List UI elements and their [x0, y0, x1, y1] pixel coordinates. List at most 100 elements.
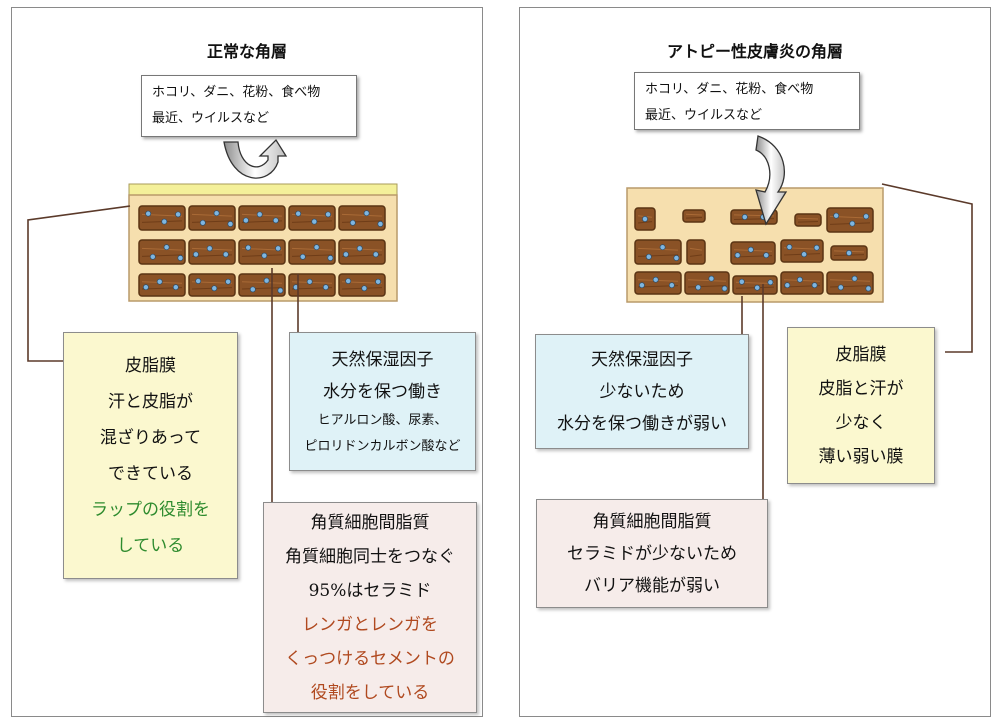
corneocyte-brick — [826, 207, 874, 233]
atopic-allergen-box: ホコリ、ダニ、花粉、食べ物 最近、ウイルスなど — [634, 72, 860, 130]
corneocyte-brick — [686, 239, 706, 265]
normal-title: 正常な角層 — [206, 42, 287, 61]
moisture-dot — [211, 285, 218, 292]
moisture-dot — [695, 284, 702, 291]
moisture-dot — [227, 221, 234, 227]
moisture-dot — [277, 287, 284, 294]
corneocyte-brick — [794, 213, 822, 227]
sebum-line2: 少なく — [835, 412, 887, 433]
moisture-dot — [149, 253, 156, 260]
corneocyte-brick — [682, 209, 706, 223]
nmf-line1: 少ないため — [599, 381, 685, 402]
moisture-dot — [145, 210, 152, 217]
moisture-dot — [345, 278, 352, 284]
moisture-dot — [245, 244, 252, 251]
corneocyte-brick — [238, 205, 286, 231]
moisture-dot — [747, 246, 754, 253]
moisture-dot — [784, 282, 791, 289]
moisture-dot — [356, 245, 363, 252]
moisture-dot — [195, 278, 202, 284]
moisture-dot — [249, 286, 256, 293]
corneocyte-brick — [138, 205, 186, 231]
moisture-dot — [299, 253, 306, 260]
normal-panel: 正常な角層 ホコリ、ダニ、花粉、食べ物 最近、ウイルスなど 皮脂膜 汗と皮脂が … — [11, 7, 483, 717]
moisture-dot — [642, 216, 648, 222]
moisture-dot — [242, 217, 249, 224]
lipid-line2: バリア機能が弱い — [584, 575, 720, 596]
corneocyte-brick — [684, 271, 730, 295]
moisture-dot — [837, 284, 844, 291]
normal-nmf-box: 天然保湿因子 水分を保つ働き ヒアルロン酸、尿素、 ピロリドンカルボン酸など — [289, 332, 476, 471]
moisture-dot — [865, 285, 872, 292]
moisture-dot — [652, 276, 659, 283]
corneocyte-brick — [188, 239, 236, 265]
nmf-title: 天然保湿因子 — [331, 349, 434, 370]
moisture-dot — [796, 276, 803, 283]
corneocyte-brick — [338, 205, 386, 231]
moisture-dot — [161, 218, 168, 225]
allergen-line2: 最近、ウイルスなど — [645, 108, 763, 123]
moisture-dot — [192, 251, 199, 258]
moisture-dot — [738, 278, 745, 285]
moisture-dot — [638, 282, 645, 289]
moisture-dot — [142, 284, 149, 291]
corneocyte-brick — [730, 241, 776, 265]
lipid-highlight2: くっつけるセメントの — [285, 648, 455, 669]
corneocyte-brick — [826, 271, 874, 295]
atopic-title: アトピー性皮膚炎の角層 — [666, 42, 843, 61]
moisture-dot — [833, 212, 840, 219]
moisture-dot — [311, 218, 318, 225]
moisture-dot — [327, 255, 334, 261]
atopic-panel: アトピー性皮膚炎の角層 ホコリ、ダニ、花粉、食べ物 最近、ウイルスなど 天然保湿… — [519, 7, 991, 717]
sebum-film — [128, 183, 398, 197]
moisture-dot — [377, 221, 384, 227]
moisture-dot — [156, 278, 163, 285]
moisture-dot — [372, 251, 379, 258]
sebum-line1: 皮脂と汗が — [818, 378, 904, 399]
moisture-dot — [292, 284, 299, 291]
moisture-dot — [256, 211, 263, 218]
moisture-dot — [306, 278, 313, 285]
corneocyte-brick — [780, 239, 824, 263]
moisture-dot — [206, 245, 213, 252]
moisture-dot — [708, 275, 715, 282]
corneocyte-brick — [138, 273, 186, 297]
corneocyte-brick — [288, 205, 336, 231]
moisture-dot — [349, 219, 356, 226]
moisture-dot — [754, 284, 761, 291]
moisture-dot — [263, 277, 270, 284]
moisture-dot — [272, 217, 279, 224]
moisture-dot — [199, 219, 206, 226]
moisture-dot — [261, 252, 268, 259]
corneocyte-brick — [288, 239, 336, 265]
lipid-highlight1: レンガとレンガを — [302, 614, 438, 635]
moisture-dot — [275, 245, 282, 252]
corneocyte-brick — [238, 239, 286, 265]
moisture-dot — [851, 275, 858, 282]
moisture-dot — [801, 251, 808, 258]
nmf-line3: ピロリドンカルボン酸など — [304, 438, 461, 454]
moisture-dot — [295, 210, 302, 217]
moisture-dot — [846, 250, 852, 256]
nmf-line2: 水分を保つ働きが弱い — [557, 413, 727, 434]
bounce-arrow-icon — [223, 138, 288, 179]
allergen-line1: ホコリ、ダニ、花粉、食べ物 — [645, 82, 814, 97]
atopic-lipid-box: 角質細胞間脂質 セラミドが少ないため バリア機能が弱い — [536, 499, 768, 608]
lipid-line1: セラミドが少ないため — [567, 543, 737, 564]
moisture-dot — [375, 278, 382, 285]
lipid-title: 角質細胞間脂質 — [310, 512, 430, 533]
normal-sebum-box: 皮脂膜 汗と皮脂が 混ざりあって できている ラップの役割を している — [63, 332, 238, 579]
moisture-dot — [863, 213, 870, 220]
moisture-dot — [721, 285, 728, 292]
corneocyte-brick — [188, 205, 236, 231]
moisture-dot — [175, 211, 182, 218]
corneocyte-brick — [338, 273, 386, 297]
moisture-dot — [659, 244, 666, 251]
corneocyte-brick — [634, 239, 682, 265]
moisture-dot — [361, 285, 368, 292]
moisture-dot — [225, 278, 232, 285]
nmf-title: 天然保湿因子 — [591, 349, 693, 370]
corneocyte-brick — [634, 207, 656, 231]
moisture-dot — [325, 211, 332, 218]
lipid-line2: 95%はセラミド — [308, 580, 432, 601]
